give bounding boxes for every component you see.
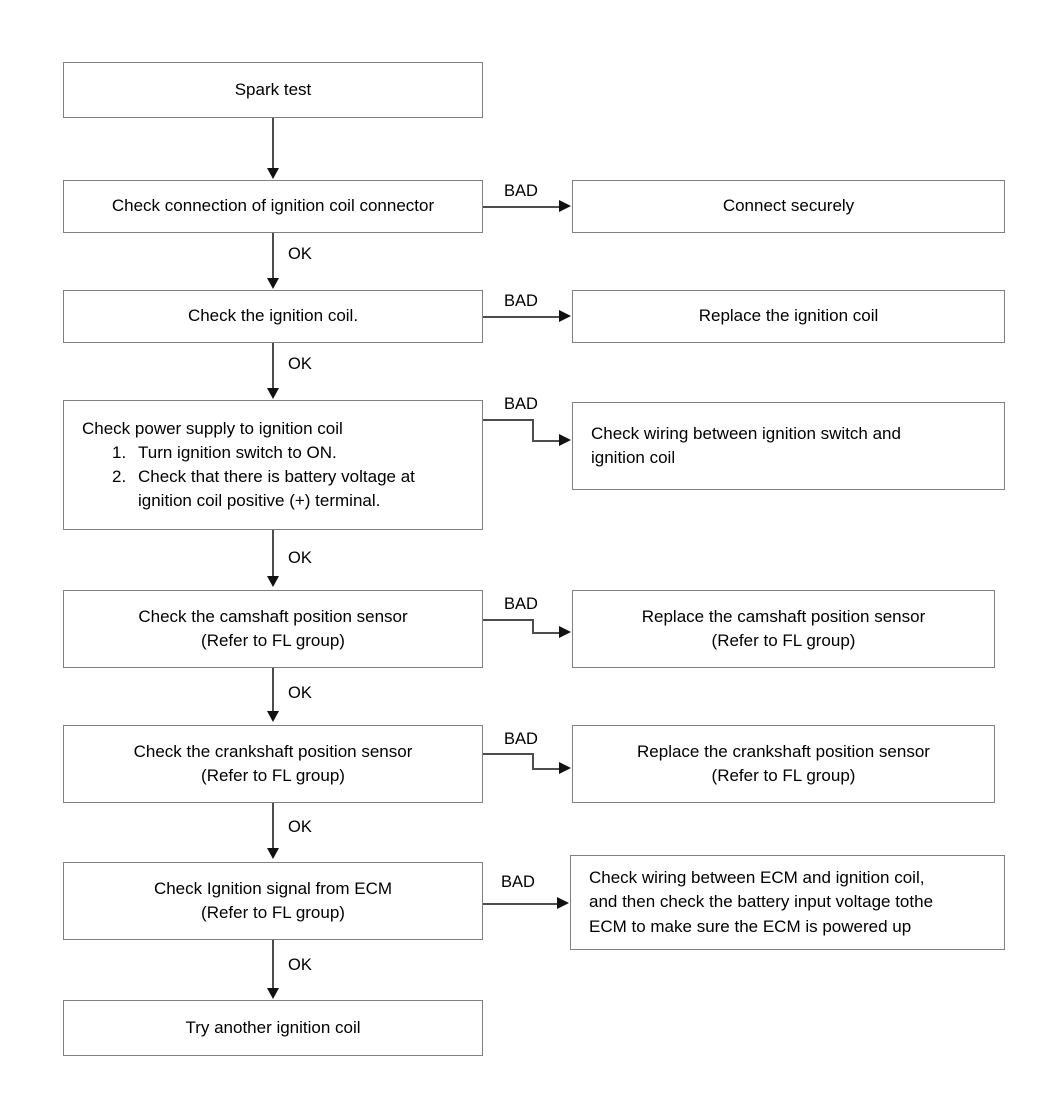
edge-label-ok-2: OK — [288, 355, 312, 373]
arrow-down-5 — [267, 711, 279, 722]
node-replace-camshaft-sensor[interactable]: Replace the camshaft position sensor (Re… — [572, 590, 995, 668]
step-text: Turn ignition switch to ON. — [138, 442, 337, 462]
node-check-ecm-signal-line2: (Refer to FL group) — [201, 903, 345, 922]
node-connect-securely[interactable]: Connect securely — [572, 180, 1005, 233]
node-replace-ignition-coil[interactable]: Replace the ignition coil — [572, 290, 1005, 343]
node-check-wiring-ignition-switch-line1: Check wiring between ignition switch and — [591, 423, 901, 443]
connector-ok-5 — [272, 803, 274, 850]
arrow-right-4 — [559, 626, 571, 638]
step-number: 1. — [112, 442, 127, 462]
arrow-right-6 — [557, 897, 569, 909]
arrow-down-6 — [267, 848, 279, 859]
node-replace-camshaft-sensor-line1: Replace the camshaft position sensor — [641, 606, 926, 626]
node-try-another-coil[interactable]: Try another ignition coil — [63, 1000, 483, 1056]
node-check-camshaft-sensor-line2: (Refer to FL group) — [201, 631, 345, 650]
node-replace-camshaft-sensor-line2: (Refer to FL group) — [711, 631, 856, 650]
power-supply-step-list: 1. Turn ignition switch to ON. 2. Check … — [82, 441, 472, 513]
node-check-ecm-signal-line1: Check Ignition signal from ECM — [153, 878, 393, 898]
node-check-wiring-ignition-switch-line2: ignition coil — [591, 448, 676, 467]
step-text: Check that there is battery voltage at i… — [138, 467, 415, 511]
connector-bad-3-seg2 — [532, 419, 534, 441]
node-connect-securely-label: Connect securely — [722, 196, 855, 216]
step-number: 2. — [112, 467, 127, 486]
node-check-crankshaft-sensor-line1: Check the crankshaft position sensor — [133, 741, 413, 761]
edge-label-bad-4: BAD — [504, 595, 538, 613]
node-check-camshaft-sensor-line1: Check the camshaft position sensor — [138, 606, 408, 626]
edge-label-ok-6: OK — [288, 956, 312, 974]
node-check-power-supply[interactable]: Check power supply to ignition coil 1. T… — [63, 400, 483, 530]
node-check-ignition-coil[interactable]: Check the ignition coil. — [63, 290, 483, 343]
connector-bad-5-seg3 — [532, 768, 561, 770]
edge-label-bad-5: BAD — [504, 730, 538, 748]
node-check-connection[interactable]: Check connection of ignition coil connec… — [63, 180, 483, 233]
node-replace-crankshaft-sensor-line2: (Refer to FL group) — [711, 766, 856, 785]
arrow-right-5 — [559, 762, 571, 774]
node-check-crankshaft-sensor[interactable]: Check the crankshaft position sensor (Re… — [63, 725, 483, 803]
node-check-ecm-wiring-line2: and then check the battery input voltage… — [589, 892, 934, 912]
connector-ok-4 — [272, 668, 274, 713]
connector-spark-to-connection — [272, 118, 274, 170]
power-supply-step-2: 2. Check that there is battery voltage a… — [112, 465, 472, 513]
edge-label-bad-3: BAD — [504, 395, 538, 413]
node-check-ecm-wiring[interactable]: Check wiring between ECM and ignition co… — [570, 855, 1005, 950]
node-check-camshaft-sensor[interactable]: Check the camshaft position sensor (Refe… — [63, 590, 483, 668]
connector-ok-3 — [272, 530, 274, 578]
connector-bad-4-seg1 — [483, 619, 533, 621]
connector-bad-1 — [483, 206, 561, 208]
edge-label-bad-2: BAD — [504, 292, 538, 310]
arrow-down-7 — [267, 988, 279, 999]
edge-label-ok-5: OK — [288, 818, 312, 836]
connector-ok-1 — [272, 233, 274, 280]
node-check-ecm-signal[interactable]: Check Ignition signal from ECM (Refer to… — [63, 862, 483, 940]
arrow-down-2 — [267, 278, 279, 289]
arrow-down-4 — [267, 576, 279, 587]
node-check-crankshaft-sensor-line2: (Refer to FL group) — [201, 766, 345, 785]
connector-ok-2 — [272, 343, 274, 390]
edge-label-bad-1: BAD — [504, 182, 538, 200]
connector-bad-3-seg1 — [483, 419, 533, 421]
edge-label-ok-4: OK — [288, 684, 312, 702]
node-check-ecm-wiring-line3: ECM to make sure the ECM is powered up — [589, 916, 912, 936]
arrow-down-3 — [267, 388, 279, 399]
connector-bad-2 — [483, 316, 561, 318]
node-check-wiring-ignition-switch[interactable]: Check wiring between ignition switch and… — [572, 402, 1005, 490]
arrow-down-1 — [267, 168, 279, 179]
connector-bad-4-seg3 — [532, 632, 561, 634]
edge-label-ok-3: OK — [288, 549, 312, 567]
node-replace-crankshaft-sensor[interactable]: Replace the crankshaft position sensor (… — [572, 725, 995, 803]
node-try-another-coil-label: Try another ignition coil — [185, 1017, 361, 1037]
edge-label-bad-6: BAD — [501, 873, 535, 891]
power-supply-step-1: 1. Turn ignition switch to ON. — [112, 441, 472, 465]
arrow-right-2 — [559, 310, 571, 322]
node-replace-crankshaft-sensor-line1: Replace the crankshaft position sensor — [637, 741, 930, 761]
node-check-connection-label: Check connection of ignition coil connec… — [111, 196, 435, 216]
connector-ok-6 — [272, 940, 274, 990]
node-replace-ignition-coil-label: Replace the ignition coil — [698, 306, 879, 326]
connector-bad-3-seg3 — [532, 440, 561, 442]
node-spark-test[interactable]: Spark test — [63, 62, 483, 118]
connector-bad-5-seg2 — [532, 753, 534, 769]
edge-label-ok-1: OK — [288, 245, 312, 263]
node-check-power-supply-heading: Check power supply to ignition coil — [82, 418, 343, 438]
arrow-right-1 — [559, 200, 571, 212]
node-spark-test-label: Spark test — [234, 79, 312, 99]
connector-bad-5-seg1 — [483, 753, 533, 755]
arrow-right-3 — [559, 434, 571, 446]
connector-bad-4-seg2 — [532, 619, 534, 633]
connector-bad-6 — [483, 903, 559, 905]
node-check-ecm-wiring-line1: Check wiring between ECM and ignition co… — [589, 868, 925, 888]
node-check-ignition-coil-label: Check the ignition coil. — [187, 306, 359, 326]
